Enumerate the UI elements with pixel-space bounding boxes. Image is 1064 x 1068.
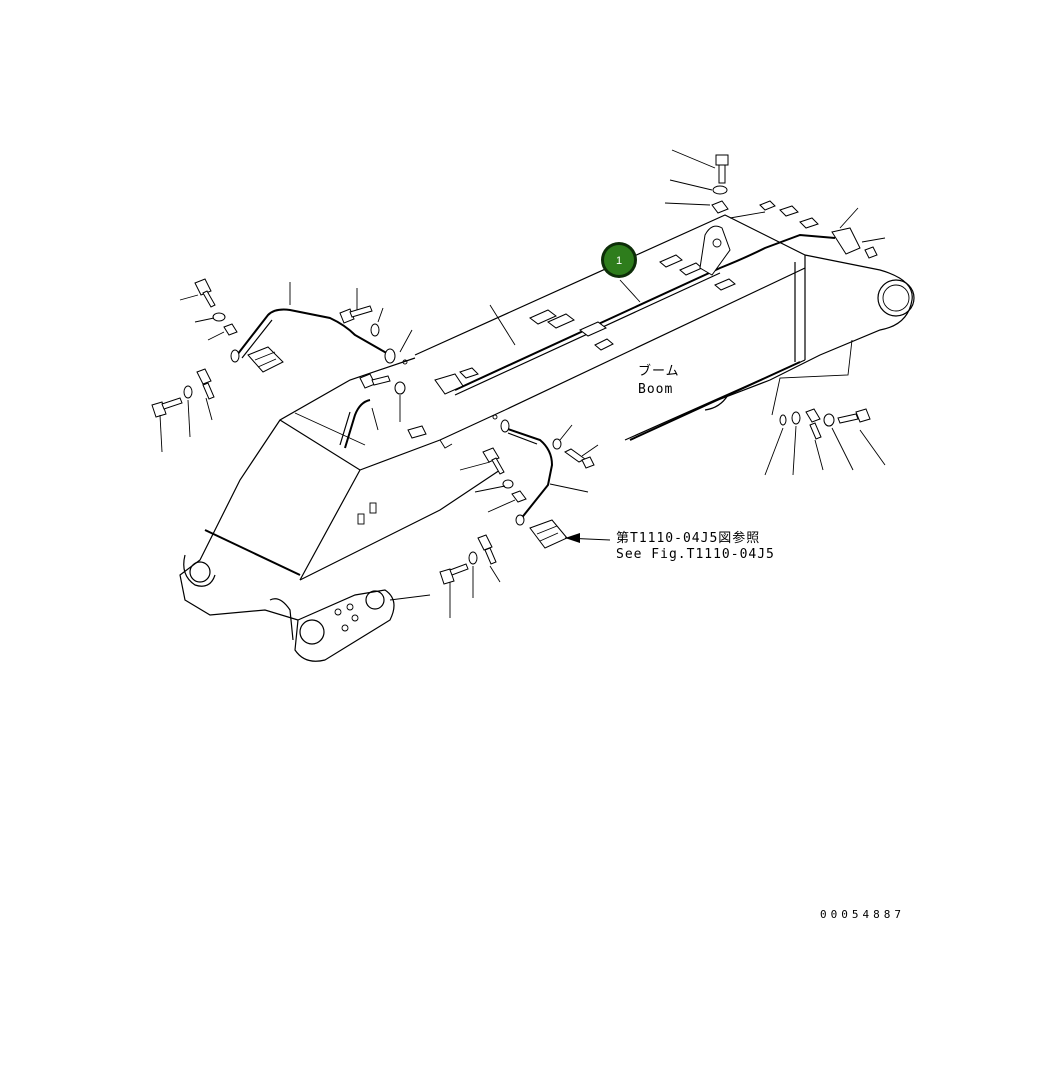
grease-pipe <box>236 233 836 521</box>
callout-number: 1 <box>616 255 622 267</box>
boom-label-jp: ブーム <box>638 363 680 379</box>
boom-label-en: Boom <box>638 382 673 397</box>
reference-label-jp: 第T1110-04J5図参照 <box>616 530 760 546</box>
drawing-number: 00054887 <box>820 908 905 921</box>
leader-lines <box>159 149 886 618</box>
callout-1[interactable]: 1 <box>601 242 637 278</box>
reference-label-en: See Fig.T1110-04J5 <box>616 547 775 562</box>
boom-body <box>179 214 915 662</box>
fasteners <box>151 154 878 585</box>
clamps <box>230 200 861 549</box>
